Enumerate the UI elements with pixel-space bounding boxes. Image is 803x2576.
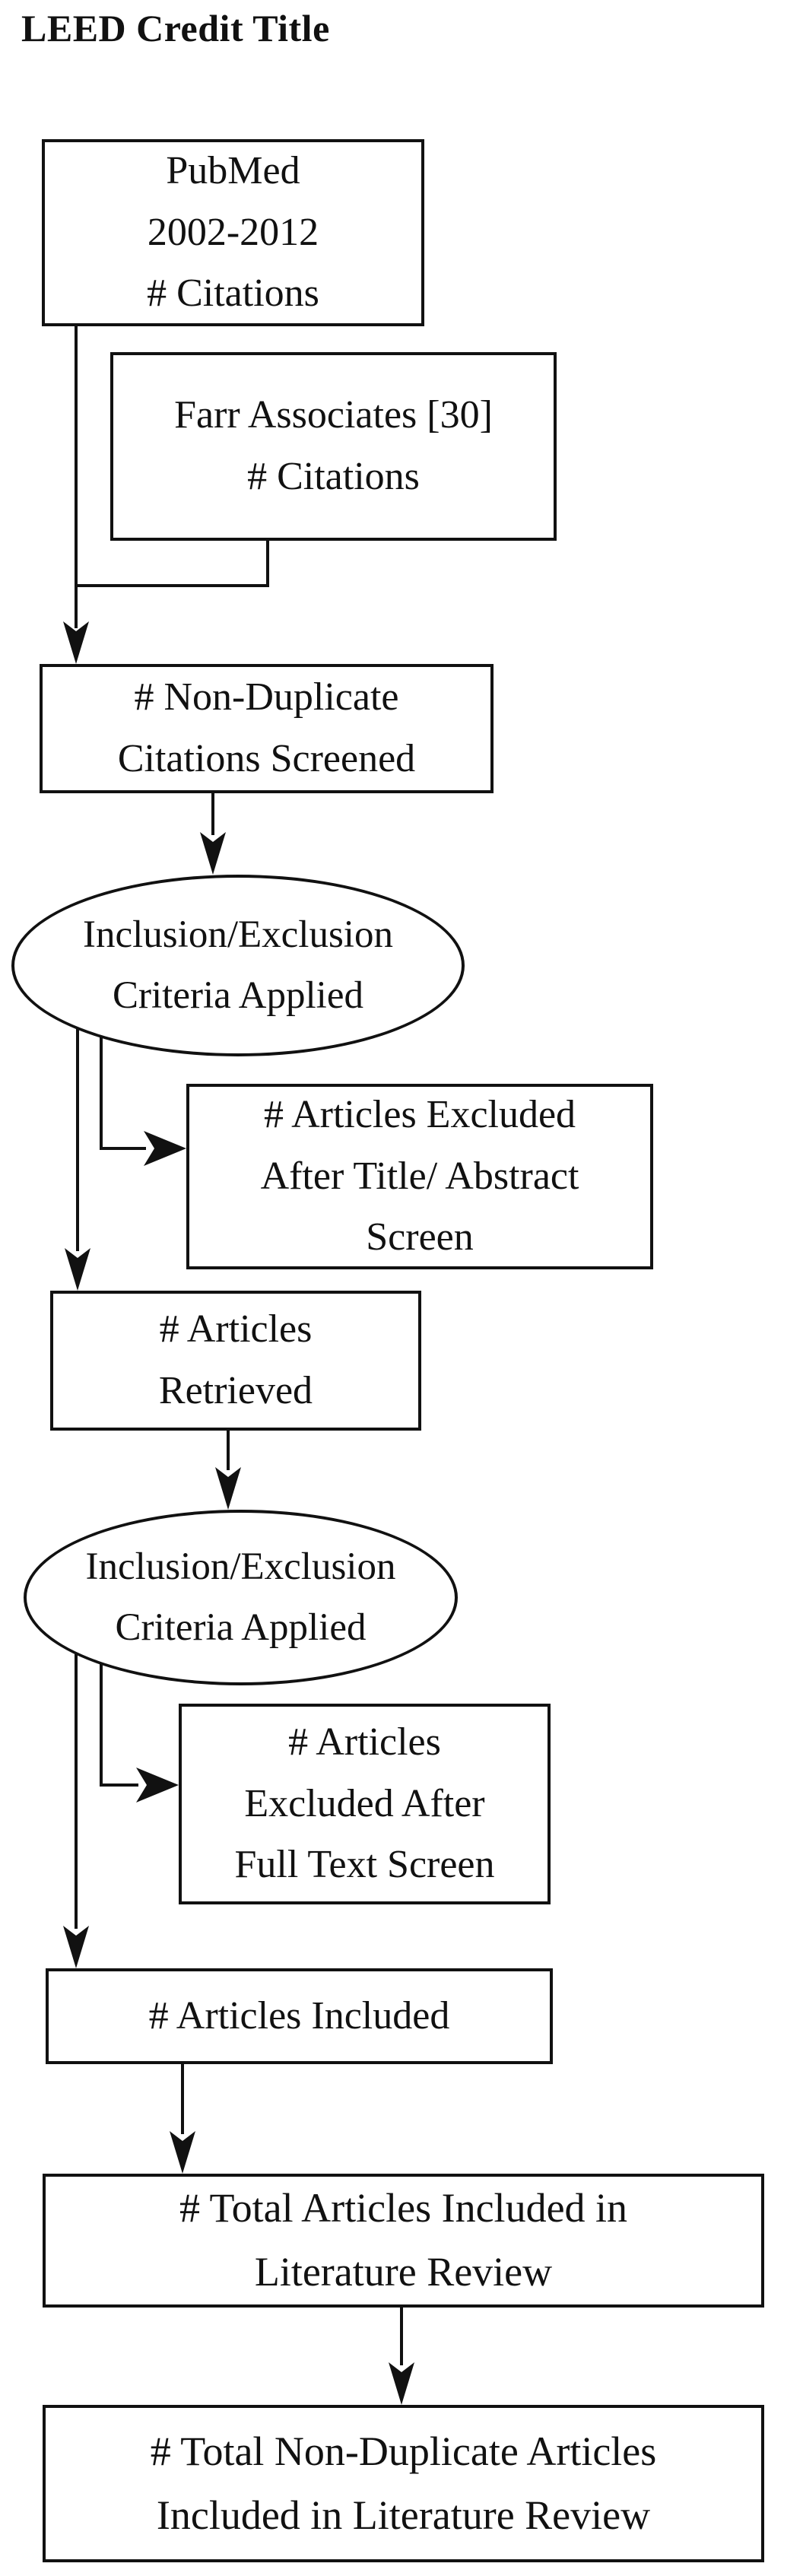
node-line: # Citations	[147, 272, 319, 316]
node-line: Inclusion/Exclusion	[83, 913, 393, 957]
node-line: # Non-Duplicate	[134, 675, 399, 719]
arrowhead-into-included	[63, 1926, 89, 1968]
node-line: # Total Articles Included in	[179, 2185, 628, 2231]
node-line: Farr Associates [30]	[174, 393, 493, 437]
node-line: Literature Review	[254, 2249, 553, 2295]
node-line: After Title/ Abstract	[260, 1154, 579, 1198]
node-nonduplicate-citations-screened: # Non-Duplicate Citations Screened	[40, 664, 494, 793]
node-line: Retrieved	[158, 1369, 313, 1412]
node-articles-retrieved: # Articles Retrieved	[50, 1291, 421, 1431]
node-total-nonduplicate-articles-included: # Total Non-Duplicate Articles Included …	[43, 2405, 764, 2562]
node-line: PubMed	[166, 149, 300, 193]
edge-criteria2-to-excl2	[100, 1664, 138, 1787]
arrowhead-into-nondup	[63, 621, 89, 664]
node-inclusion-exclusion-criteria-1: Inclusion/Exclusion Criteria Applied	[11, 875, 465, 1056]
node-articles-included: # Articles Included	[46, 1968, 553, 2064]
edge-farr-merge	[76, 540, 269, 587]
edge-criteria1-to-excl1	[100, 1037, 146, 1150]
node-line: # Articles Included	[148, 1993, 450, 2038]
node-line: # Articles	[288, 1720, 441, 1764]
node-line: Criteria Applied	[112, 974, 363, 1017]
arrowhead-into-criteria1	[200, 832, 226, 875]
node-line: Included in Literature Review	[156, 2492, 651, 2538]
node-line: # Total Non-Duplicate Articles	[150, 2428, 657, 2474]
node-line: # Articles	[159, 1307, 313, 1352]
arrowhead-into-retrieved	[65, 1248, 90, 1291]
node-line: Citations Screened	[117, 737, 416, 780]
arrowhead-into-total1	[170, 2131, 195, 2174]
arrowhead-into-excl1	[144, 1131, 186, 1166]
node-line: 2002-2012	[147, 210, 319, 254]
node-articles-excluded-title-abstract: # Articles Excluded After Title/ Abstrac…	[186, 1084, 653, 1269]
node-farr-associates-citations: Farr Associates [30] # Citations	[110, 352, 557, 541]
node-line: Screen	[366, 1215, 474, 1259]
node-line: # Citations	[247, 455, 420, 498]
page-title: LEED Credit Title	[21, 7, 330, 49]
node-line: Excluded After	[244, 1781, 485, 1825]
node-line: # Articles Excluded	[263, 1093, 576, 1137]
node-line: Full Text Screen	[234, 1843, 495, 1887]
node-pubmed-citations: PubMed 2002-2012 # Citations	[42, 139, 424, 326]
node-inclusion-exclusion-criteria-2: Inclusion/Exclusion Criteria Applied	[24, 1510, 458, 1685]
arrowhead-into-excl2	[136, 1768, 179, 1803]
node-line: Criteria Applied	[115, 1606, 367, 1649]
node-articles-excluded-full-text: # Articles Excluded After Full Text Scre…	[179, 1704, 551, 1904]
arrowhead-into-criteria2	[215, 1467, 241, 1510]
node-line: Inclusion/Exclusion	[85, 1545, 396, 1589]
arrowhead-into-total2	[389, 2362, 414, 2405]
node-total-articles-included: # Total Articles Included in Literature …	[43, 2174, 764, 2308]
